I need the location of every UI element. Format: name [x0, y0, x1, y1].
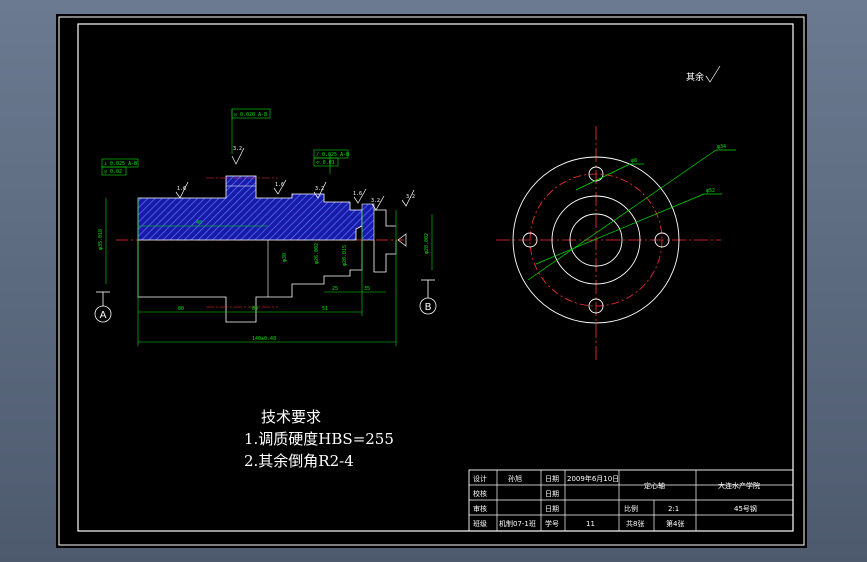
tb-date: 2009年6月10日 [567, 474, 619, 483]
dim-d7: 3.2 [406, 194, 415, 200]
svg-text:⊥ 0.025 A-B: ⊥ 0.025 A-B [104, 161, 137, 167]
tech-req-title: 技术要求 [261, 408, 321, 426]
dim-d3: 1.6 [275, 182, 284, 188]
len-1: 40 [196, 220, 202, 226]
len-2: 80 [178, 306, 184, 312]
flange-outer-circle [512, 156, 680, 324]
svg-text:φ8: φ8 [631, 158, 637, 164]
bolt-circle [529, 173, 663, 307]
tb-class: 机制07-1班 [499, 519, 536, 528]
bolt-hole [522, 232, 538, 248]
tb-student-no: 11 [586, 520, 595, 528]
tb-part-name: 定心轴 [644, 481, 665, 490]
tb-r4c3: 学号 [545, 519, 559, 528]
outer-frame [58, 16, 805, 546]
front-view: φ35.018 φ30 φ26.002 φ20.015 φ28.002 ⊥ 0.… [94, 108, 437, 346]
svg-text:φ30: φ30 [282, 253, 288, 262]
svg-text:φ20.015: φ20.015 [342, 245, 348, 266]
len-4: 51 [322, 306, 328, 312]
tb-r4c1: 班级 [473, 519, 487, 528]
roughness-marks [175, 147, 415, 247]
tech-req-item-2: 2.其余倒角R2-4 [244, 452, 354, 470]
hatched-section [137, 175, 363, 241]
svg-text:◎ 0.020 A-B: ◎ 0.020 A-B [234, 112, 267, 118]
bolt-hole [654, 232, 670, 248]
tb-sheet-no: 第4张 [666, 519, 684, 528]
svg-text:/ 0.025 A-B: / 0.025 A-B [316, 152, 349, 158]
hatched-right [361, 203, 375, 241]
svg-text:φ34: φ34 [717, 144, 726, 150]
svg-text:φ28.002: φ28.002 [424, 233, 430, 254]
datum-a-label: A [100, 310, 107, 321]
drawing-canvas: φ35.018 φ30 φ26.002 φ20.015 φ28.002 ⊥ 0.… [56, 14, 807, 548]
len-6: 35 [364, 286, 370, 292]
tb-r2c1: 校核 [473, 489, 487, 498]
shaft-lower-outline [137, 240, 363, 323]
tb-school: 大连水产学院 [718, 481, 760, 490]
tb-material: 45号钢 [734, 504, 757, 513]
datum-b-label: B [425, 302, 432, 313]
leader-lines [527, 149, 736, 281]
datum-a-circle [94, 305, 112, 323]
len-5: 25 [332, 286, 338, 292]
tb-r3c1: 审核 [473, 504, 487, 513]
dimension-lines [105, 109, 433, 346]
tb-r1c2: 孙旭 [508, 474, 522, 483]
cad-drawing: φ35.018 φ30 φ26.002 φ20.015 φ28.002 ⊥ 0.… [58, 16, 805, 546]
svg-text:φ35.018: φ35.018 [98, 229, 104, 250]
tb-scale-label: 比例 [624, 504, 638, 513]
tech-req-item-1: 1.调质硬度HBS=255 [244, 430, 394, 448]
tolerance-frames [101, 108, 349, 176]
svg-text:◎ 0.02: ◎ 0.02 [104, 169, 122, 175]
svg-text:φ52: φ52 [706, 188, 715, 194]
svg-text:φ26.002: φ26.002 [314, 243, 320, 264]
len-3: 80 [252, 306, 258, 312]
side-view: φ34 φ52 φ8 [496, 126, 736, 362]
rough-note: 其余 [686, 71, 704, 83]
rough-note-symbol [705, 65, 721, 83]
dim-d4: 3.2 [315, 186, 324, 192]
inner-frame [77, 23, 794, 532]
title-block: 设计 孙旭 日期 2009年6月10日 定心轴 大连水产学院 校核 日期 比例 … [468, 469, 794, 532]
tb-r1c1: 设计 [473, 474, 487, 483]
svg-text:⌭ 0.01: ⌭ 0.01 [316, 160, 335, 166]
len-total: 140±0.48 [252, 336, 276, 342]
bolt-hole [588, 298, 604, 314]
tb-r3c3: 日期 [545, 505, 559, 513]
tb-r2c3: 日期 [545, 490, 559, 498]
tb-r1c3: 日期 [545, 475, 559, 483]
dim-d5: 1.6 [353, 191, 362, 197]
dim-d2: 3.2 [233, 146, 242, 152]
tb-scale: 2:1 [668, 505, 679, 513]
dim-d6: 3.2 [371, 198, 380, 204]
tb-sheets-total: 共8张 [626, 519, 644, 528]
bolt-hole [588, 166, 604, 182]
dim-d1: 1.6 [177, 186, 186, 192]
datum-b-circle [419, 297, 437, 315]
